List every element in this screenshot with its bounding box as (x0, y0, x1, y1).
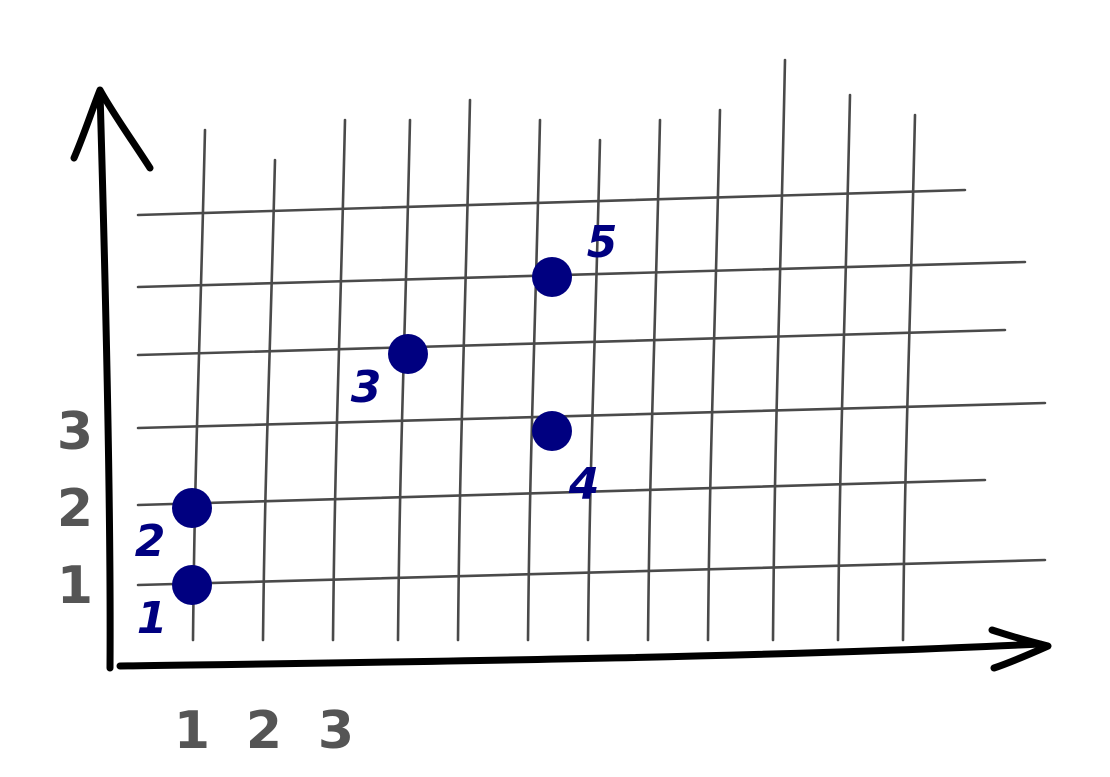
grid-line-horizontal (136, 558, 1047, 587)
grid-line-vertical (836, 93, 852, 642)
grid-line-vertical (901, 113, 917, 642)
data-point (172, 488, 212, 528)
x-tick-label: 1 (174, 701, 210, 761)
data-point-label: 4 (568, 459, 600, 510)
data-point-label: 5 (587, 217, 618, 268)
y-tick-label: 3 (57, 402, 93, 462)
grid-line-vertical (771, 58, 787, 642)
axes (70, 86, 1052, 672)
data-point (532, 257, 572, 297)
y-tick-label: 2 (57, 479, 93, 539)
x-tick-label: 2 (246, 701, 282, 761)
grid-line-vertical (706, 108, 722, 642)
data-points: 1 2 3 4 5 (135, 217, 618, 644)
grid-line-vertical (456, 98, 472, 642)
data-point-label: 1 (137, 593, 168, 644)
grid-line-horizontal (136, 328, 1007, 357)
data-point (172, 565, 212, 605)
grid-line-horizontal (136, 188, 967, 217)
grid-line-vertical (526, 118, 542, 642)
data-point-label: 3 (351, 362, 382, 413)
data-point-label: 2 (135, 516, 166, 567)
y-axis-arrowhead (70, 86, 154, 172)
grid-line-horizontal (136, 478, 987, 507)
x-axis-arrowhead (988, 626, 1052, 672)
grid-line-vertical (261, 158, 277, 642)
y-tick-label: 1 (57, 556, 93, 616)
grid-line-vertical (646, 118, 662, 642)
x-axis (116, 640, 1044, 670)
grid-line-vertical (191, 128, 207, 642)
grid-line-vertical (331, 118, 347, 642)
grid-line-horizontal (136, 260, 1027, 289)
data-point (388, 334, 428, 374)
grid-line-horizontal (136, 401, 1047, 430)
grid-line-vertical (586, 138, 602, 642)
y-axis (96, 88, 114, 672)
x-tick-label: 3 (318, 701, 354, 761)
grid (136, 58, 1047, 642)
grid-line-vertical (396, 118, 412, 642)
data-point (532, 411, 572, 451)
